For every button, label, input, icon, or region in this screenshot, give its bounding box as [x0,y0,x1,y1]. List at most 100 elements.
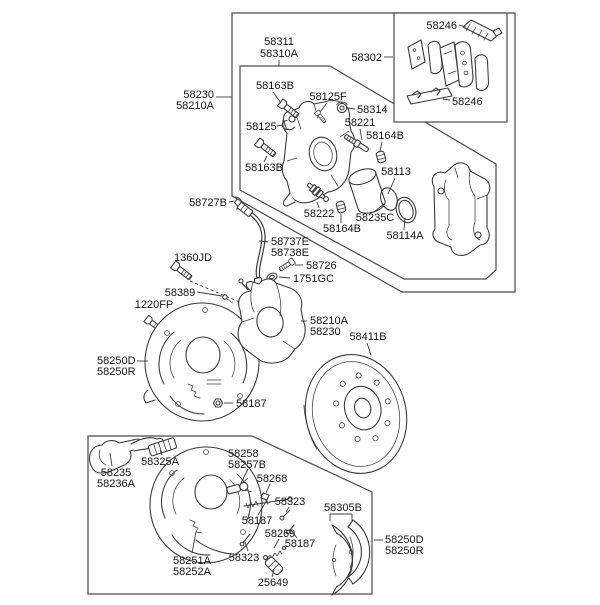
label-caliper-assembly-2: 58210A [176,100,215,112]
leader-adjuster [240,468,249,484]
label-washer: 1751GC [293,273,334,285]
pin-a-drawing [279,509,291,521]
shoe-kit-box [87,435,373,595]
label-adjuster-1: 58258 [228,448,259,460]
label-dust-cover-1: 58235 [101,467,132,479]
piston-seal-drawing [380,187,398,211]
label-backing-plate-2: 58250R [97,366,136,378]
guide-rod-drawing [343,134,369,153]
backing-plate-drawing [143,302,260,422]
label-bushing-a: 58164B [366,130,404,142]
label-mount-bolt: 1360JD [174,252,212,264]
label-grommet: 58314 [357,104,388,116]
caliper-body-drawing [281,100,356,207]
label-caliper-assembly-1: 58230 [183,89,214,101]
leader-guide-bolt-a [272,91,282,104]
label-backing-plate-1: 58250D [97,355,136,367]
label-caliper-sub-2: 58310A [260,48,299,60]
shoe-plate-drawing [149,446,263,564]
leader-shoe-liner [159,449,163,456]
leader-boot-ring [403,217,406,231]
bleeder-screw-drawing [222,294,233,304]
label-pad-shim: 58246 [426,20,457,32]
label-pin-a: 58323 [275,496,306,508]
label-dust-cover-2: 58236A [97,478,136,490]
leader-piston-seal [373,203,385,213]
bushing-a-drawing [375,150,387,164]
label-nut-b: 58187 [242,515,273,527]
label-plate-bolt: 1220FP [135,299,174,311]
label-disc-rotor: 58411B [349,331,386,343]
label-banjo-bolt: 58726 [306,260,337,272]
brake-pads-drawing [407,39,490,91]
brake-shoes-drawing [331,519,371,596]
label-guide-bolt-a: 58163B [256,80,294,92]
leader-pin-b [244,541,249,552]
adjuster-drawing [226,477,252,495]
carrier-bracket-drawing [431,162,491,256]
lever-spring-drawing [265,545,287,561]
leader-bleeder [196,291,223,297]
leader-guide-pin [316,201,320,209]
leader-bushing-a [379,141,383,152]
banjo-bolt-drawing [277,257,296,273]
label-shoe-plate-assembly-2: 58252A [173,566,212,578]
leader-pad-shim [458,24,467,28]
label-nut-a: 58187 [236,398,267,410]
plate-nut-drawing [212,398,224,408]
label-bleeder: 58389 [165,287,196,299]
label-bushing-b: 58164B [323,223,361,235]
label-backing-plate-kit-2: 58250R [385,545,424,557]
label-caliper-installed-2: 58230 [310,326,341,338]
label-brake-hose-1: 58737E [271,236,309,248]
clip-drawing [281,119,290,131]
guide-bolt-b-drawing [253,137,278,159]
leader-pin-a [285,506,290,513]
label-hose-clip: 58727B [189,197,227,209]
brake-hose-drawing [236,201,266,289]
leader-disc-rotor [366,342,372,356]
label-piston-seal: 58235C [356,212,395,224]
label-nut-c: 58187 [285,538,316,550]
label-shoe-kit: 58305B [324,502,362,514]
leader-guide-rod [359,128,363,141]
label-shoe-liner: 58325A [141,456,180,468]
dust-cover-drawing [89,437,165,474]
label-pad-clip: 58246 [452,96,483,108]
label-lever-spring: 58269 [265,528,296,540]
leader-guide-bolt-b [263,155,268,163]
bushing-b-drawing [335,200,347,214]
leader-cap-bolt [319,102,328,113]
leader-pad-clip [442,98,451,101]
leader-lever-spring [273,538,280,549]
label-adjuster-cylinder: 25649 [258,577,289,589]
leader-brake-hose [258,240,269,243]
shoe-liner-drawing [147,437,178,457]
label-caliper-installed-1: 58210A [310,315,349,327]
label-adjuster-2: 58257B [228,459,266,471]
label-guide-rod: 58221 [345,117,376,129]
leader-shoe-plate-assembly [191,531,197,554]
label-guide-bolt-b: 58163B [245,162,283,174]
boot-ring-drawing [395,196,417,224]
label-guide-pin: 58222 [304,208,335,220]
leader-nut-b [257,499,268,516]
grommet-drawing [336,101,348,114]
label-strut-spring: 58268 [257,473,288,485]
pin-b-drawing [239,533,251,547]
leader-nut-c [290,529,298,539]
label-cap-bolt: 58125F [309,91,347,103]
rotor-drawing [303,354,408,474]
label-pad-kit: 58302 [351,52,382,64]
label-brake-hose-2: 58738E [271,247,309,259]
label-shoe-plate-assembly-1: 58251A [173,555,212,567]
label-backing-plate-kit-1: 58250D [385,534,424,546]
pad-shim-strip-drawing [462,19,503,42]
label-clip: 58125 [246,121,277,133]
label-pin-b: 58323 [229,552,260,564]
leader-washer [278,276,291,279]
label-caliper-sub-1: 58311 [264,36,294,48]
leader-strut-spring [265,483,271,494]
